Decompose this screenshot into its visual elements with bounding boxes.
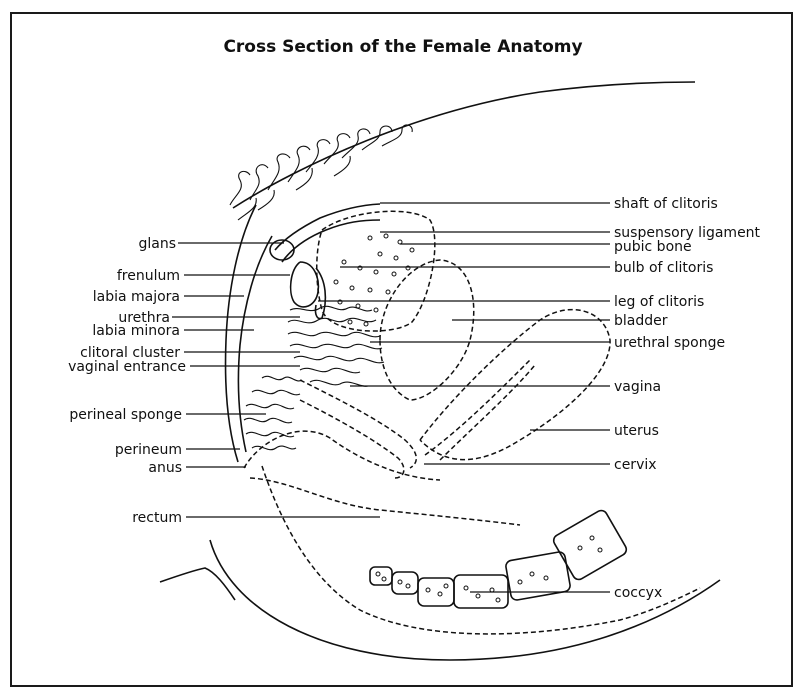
rectum-outline [244,431,440,480]
label-leg-of-clitoris: leg of clitoris [614,294,704,310]
label-cervix: cervix [614,457,657,473]
uterus-outline [420,310,610,460]
urethral-sponge [288,306,384,386]
label-labia-majora: labia majora [93,289,180,305]
label-pubic-bone: pubic bone [614,239,692,255]
label-anus: anus [148,460,182,476]
pubic-bone [317,211,435,331]
label-vagina: vagina [614,379,661,395]
label-uterus: uterus [614,423,659,439]
label-glans: glans [138,236,176,252]
label-rectum: rectum [132,510,182,526]
label-coccyx: coccyx [614,585,662,601]
abdomen-outline [233,82,695,208]
perineal-sponge [244,376,302,449]
label-perineal-sponge: perineal sponge [69,407,182,423]
vagina-outline-2 [300,400,404,478]
label-labia-minora: labia minora [92,323,180,339]
leg-line [160,568,235,600]
pubic-hair [230,125,412,220]
coccyx-bones [370,508,628,608]
uterine-cavity-2 [440,365,535,460]
label-perineum: perineum [115,442,182,458]
left-labels: glans frenulum labia majora urethra labi… [68,236,186,526]
label-bulb-of-clitoris: bulb of clitoris [614,260,713,276]
uterine-cavity [425,360,530,455]
right-labels: shaft of clitoris suspensory ligament pu… [614,196,761,601]
leader-lines [172,203,610,592]
label-vaginal-entrance: vaginal entrance [68,359,186,375]
label-shaft-of-clitoris: shaft of clitoris [614,196,718,212]
label-bladder: bladder [614,313,668,329]
bladder-outline [380,260,474,400]
diagram-title: Cross Section of the Female Anatomy [223,37,582,57]
label-frenulum: frenulum [117,268,180,284]
rectum-outline-2 [250,478,520,525]
label-urethral-sponge: urethral sponge [614,335,725,351]
